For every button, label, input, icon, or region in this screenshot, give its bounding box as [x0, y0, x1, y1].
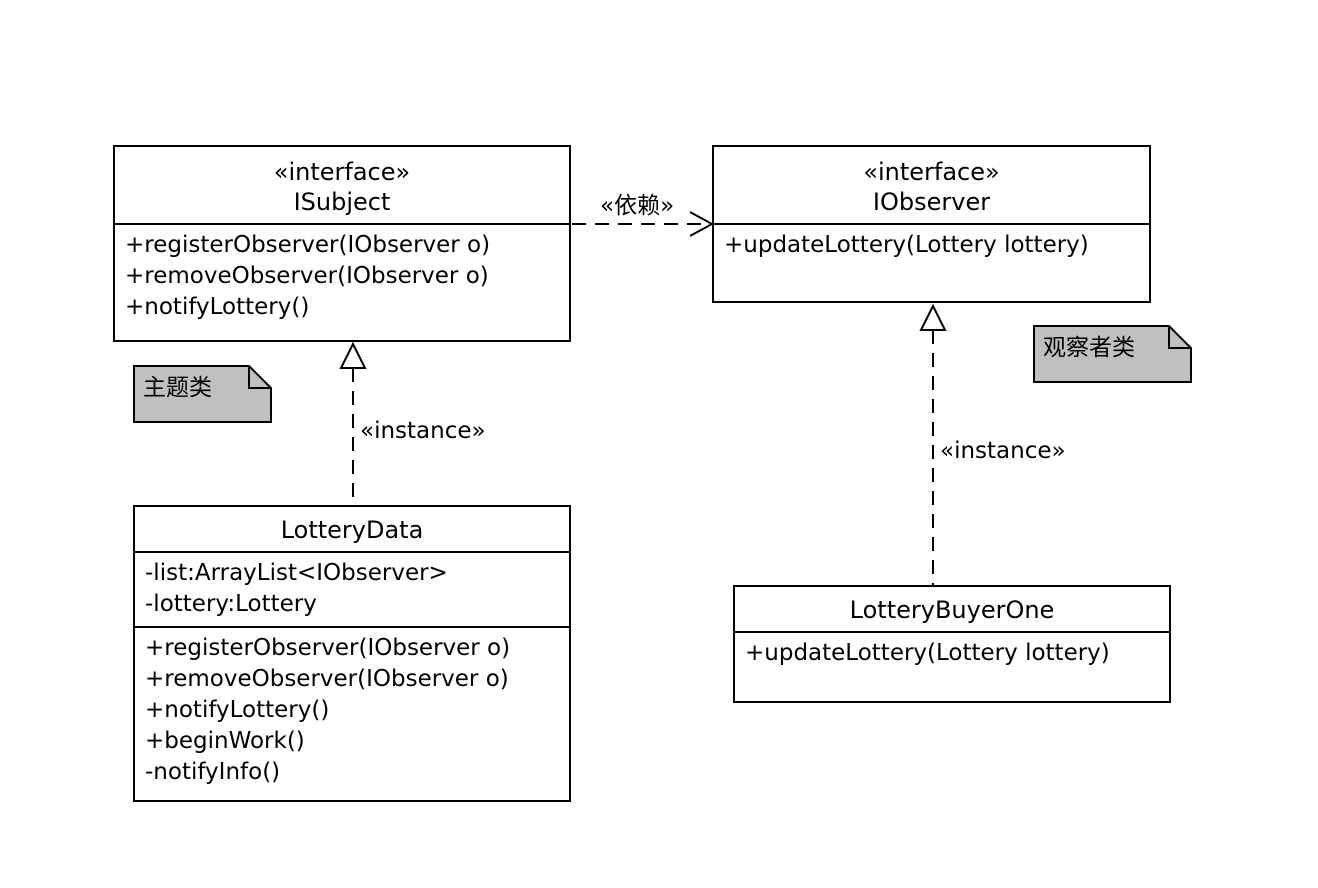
operation: +notifyLottery() [145, 697, 330, 723]
class-iobserver-stereotype: «interface» [863, 158, 1000, 186]
class-lotterydata-attributes: -list:ArrayList<IObserver> -lottery:Lott… [135, 551, 569, 626]
operation: +updateLottery(Lottery lottery) [745, 640, 1110, 666]
class-isubject-operations: +registerObserver(IObserver o) +removeOb… [115, 223, 569, 323]
class-lotterydata[interactable]: LotteryData -list:ArrayList<IObserver> -… [133, 505, 571, 802]
operation: +registerObserver(IObserver o) [145, 635, 511, 661]
class-iobserver-header: «interface» IObserver [714, 147, 1149, 223]
operation: +removeObserver(IObserver o) [125, 263, 489, 289]
subject-realization-label: «instance» [360, 418, 486, 444]
class-isubject-name: ISubject [293, 188, 391, 216]
class-lotterybuyerone[interactable]: LotteryBuyerOne +updateLottery(Lottery l… [733, 585, 1171, 703]
class-lotterybuyerone-header: LotteryBuyerOne [735, 587, 1169, 631]
operation: +removeObserver(IObserver o) [145, 666, 509, 692]
attribute: -list:ArrayList<IObserver> [145, 560, 448, 586]
operation: +beginWork() [145, 728, 305, 754]
class-isubject-stereotype: «interface» [273, 158, 411, 186]
class-iobserver[interactable]: «interface» IObserver +updateLottery(Lot… [712, 145, 1151, 303]
operation: +registerObserver(IObserver o) [125, 232, 491, 258]
note-subject-shape [133, 365, 272, 423]
note-subject[interactable]: 主题类 [133, 365, 272, 423]
subject-realization-arrowhead [339, 341, 367, 369]
class-iobserver-name: IObserver [872, 188, 991, 216]
operation: +notifyLottery() [125, 294, 310, 320]
note-observer[interactable]: 观察者类 [1033, 325, 1192, 383]
class-isubject[interactable]: «interface» ISubject +registerObserver(I… [113, 145, 571, 342]
class-lotterybuyerone-name: LotteryBuyerOne [849, 596, 1055, 624]
class-lotterydata-header: LotteryData [135, 507, 569, 551]
operation: +updateLottery(Lottery lottery) [724, 232, 1089, 258]
observer-realization-label: «instance» [940, 438, 1066, 464]
note-observer-shape [1033, 325, 1192, 383]
class-lotterybuyerone-operations: +updateLottery(Lottery lottery) [735, 631, 1169, 669]
note-subject-text: 主题类 [143, 375, 212, 401]
attribute: -lottery:Lottery [145, 591, 317, 617]
class-lotterydata-name: LotteryData [280, 516, 424, 544]
class-isubject-header: «interface» ISubject [115, 147, 569, 223]
class-lotterydata-operations: +registerObserver(IObserver o) +removeOb… [135, 626, 569, 788]
note-observer-text: 观察者类 [1043, 335, 1135, 361]
class-iobserver-operations: +updateLottery(Lottery lottery) [714, 223, 1149, 261]
observer-realization-arrowhead [919, 303, 947, 331]
operation: -notifyInfo() [145, 759, 281, 785]
dependency-label: «依赖» [600, 193, 675, 219]
